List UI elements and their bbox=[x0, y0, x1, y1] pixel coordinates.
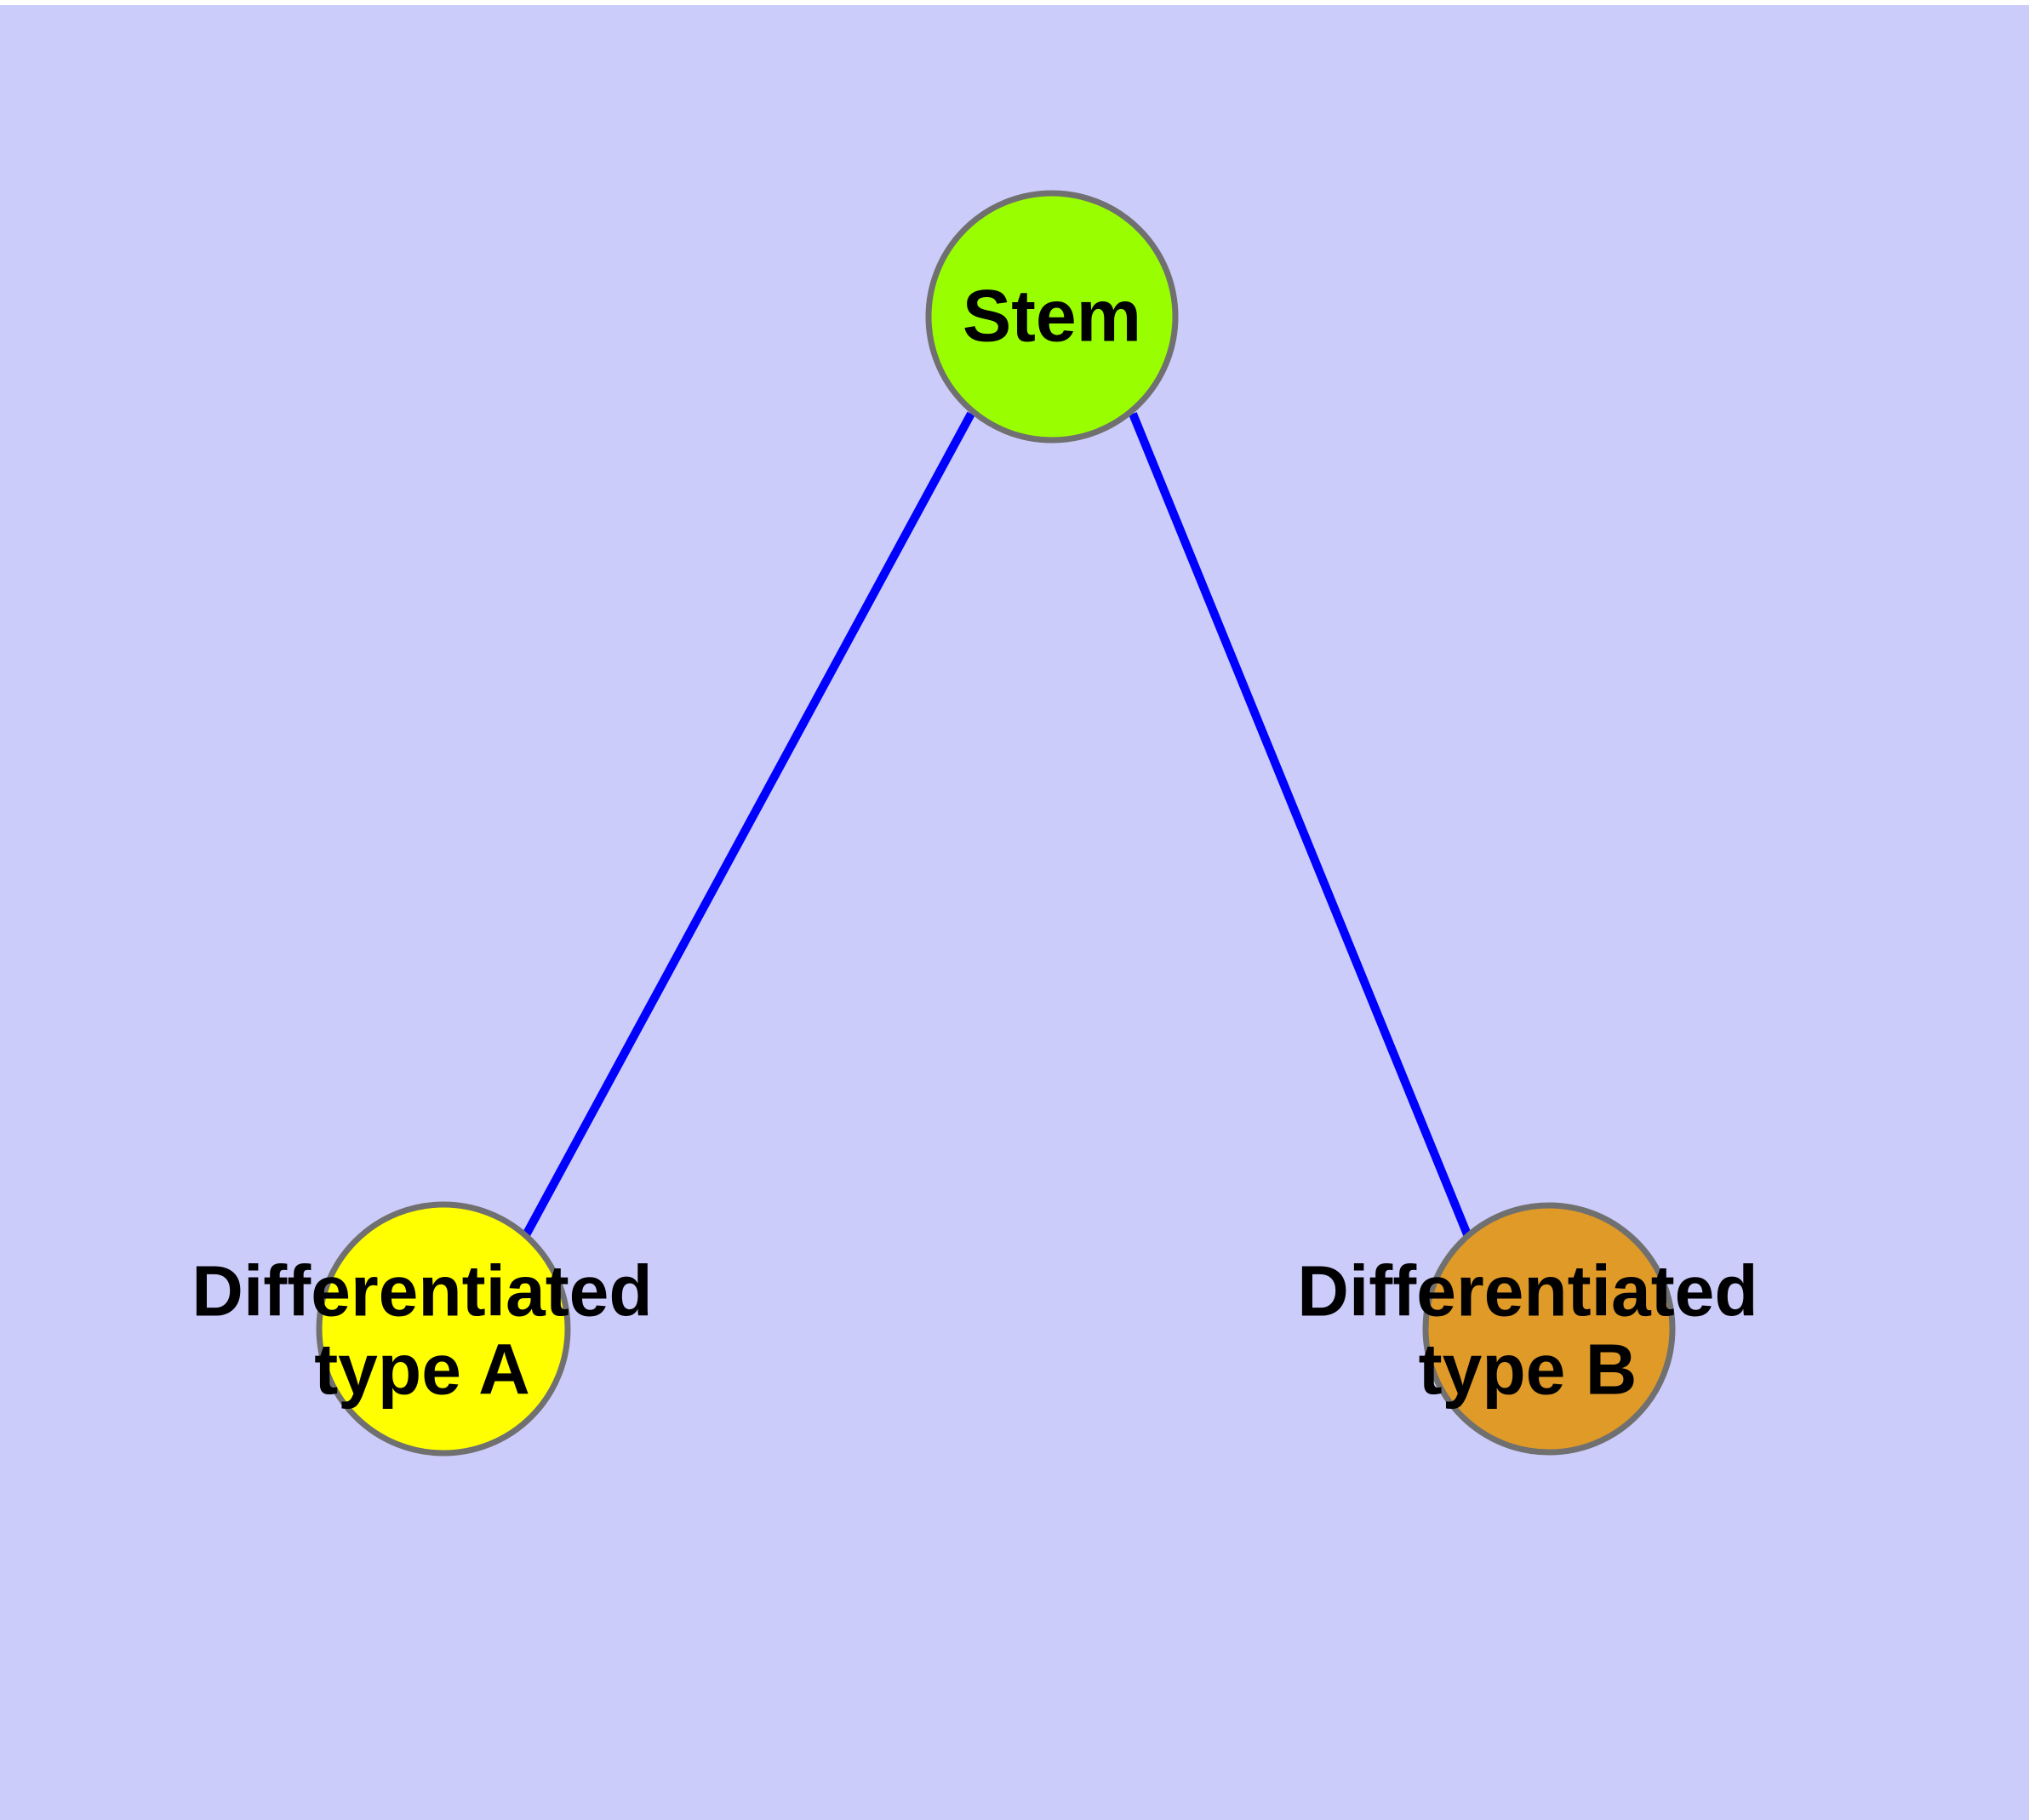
node-stem[interactable] bbox=[925, 190, 1179, 444]
node-differentiated-type-b[interactable] bbox=[1422, 1202, 1676, 1456]
node-group bbox=[316, 190, 1676, 1457]
node-differentiated-type-a[interactable] bbox=[316, 1201, 571, 1457]
edge-group bbox=[517, 411, 1475, 1245]
edge-stem-to-differentiated-type-a[interactable] bbox=[517, 411, 975, 1245]
edge-stem-to-differentiated-type-b[interactable] bbox=[1129, 412, 1475, 1245]
